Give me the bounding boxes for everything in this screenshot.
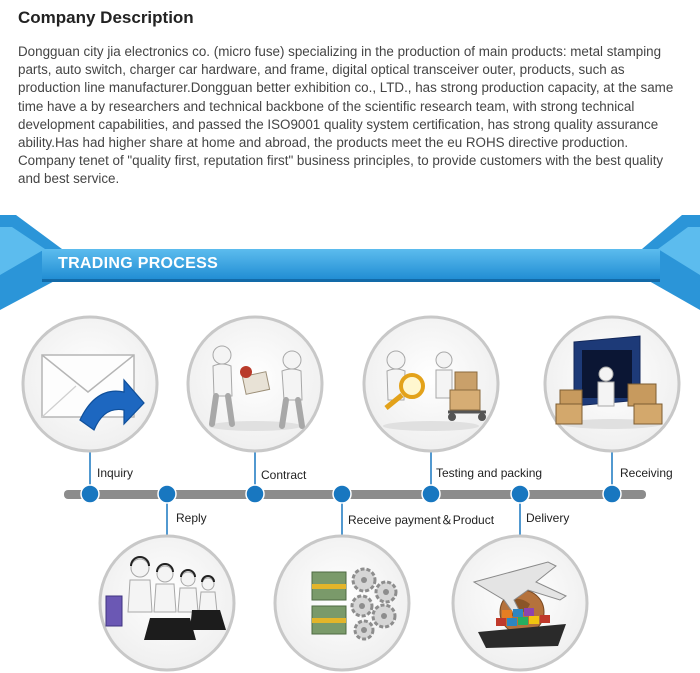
money-gears-icon (273, 534, 411, 672)
receiving-node (602, 484, 622, 504)
reply-node (157, 484, 177, 504)
magnifier-boxes-icon (362, 315, 500, 453)
call-center-icon (98, 534, 236, 672)
banner-band (42, 249, 660, 281)
container-boxes-icon (543, 315, 681, 453)
testing-node (421, 484, 441, 504)
trading-process-title: TRADING PROCESS (58, 255, 219, 272)
step-label-receiving: Receiving (620, 466, 673, 480)
inquiry-node (80, 484, 100, 504)
delivery-node (510, 484, 530, 504)
payment-node (332, 484, 352, 504)
airplane-ship-globe-icon (451, 534, 589, 672)
company-tenet-paragraph: Company tenet of "quality first, reputat… (18, 153, 664, 187)
step-label-testing-packing: Testing and packing (436, 466, 543, 480)
step-label-contract: Contract (261, 468, 307, 482)
process-timeline (21, 315, 681, 672)
timeline-track (64, 490, 646, 499)
handshake-contract-icon (186, 315, 324, 453)
step-label-delivery: Delivery (526, 511, 570, 525)
step-label-inquiry: Inquiry (97, 466, 134, 480)
trading-process-banner (0, 215, 700, 310)
step-label-reply: Reply (176, 511, 207, 525)
contract-node (245, 484, 265, 504)
company-description-text: Dongguan city jia electronics co. (micro… (18, 43, 686, 189)
step-label-receive-payment: Receive payment＆Product (348, 513, 495, 527)
banner-right-ribbon-highlight (658, 227, 700, 275)
envelope-reply-icon (21, 315, 159, 453)
company-description-heading: Company Description (18, 8, 194, 27)
company-description-paragraph: Dongguan city jia electronics co. (micro… (18, 44, 674, 151)
banner-band-shadow (42, 279, 660, 282)
banner-left-ribbon-highlight (0, 227, 45, 275)
